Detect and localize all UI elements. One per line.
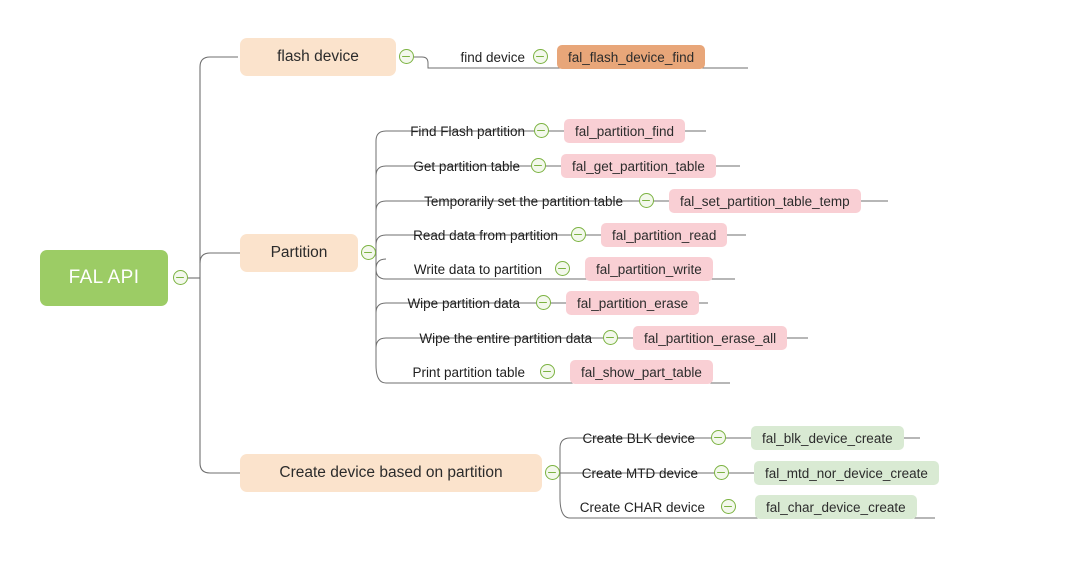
minus-circle-icon-find-flash-partition[interactable] <box>534 123 549 138</box>
leaf-label-get-partition-table: Get partition table <box>413 158 520 174</box>
minus-circle-icon-read-data-from-partition[interactable] <box>571 227 586 242</box>
minus-circle-icon-get-partition-table[interactable] <box>531 158 546 173</box>
leaf-label-temporarily-set-the-partition-table: Temporarily set the partition table <box>424 193 623 209</box>
api-chip-fal-partition-erase-all[interactable]: fal_partition_erase_all <box>633 326 788 350</box>
api-chip-fal-partition-write[interactable]: fal_partition_write <box>585 257 713 281</box>
minus-circle-icon-print-partition-table[interactable] <box>540 364 555 379</box>
leaf-label-find-device: find device <box>460 49 525 65</box>
minus-circle-icon-write-data-to-partition[interactable] <box>555 261 570 276</box>
api-chip-fal-get-partition-table[interactable]: fal_get_partition_table <box>561 154 716 178</box>
api-chip-fal-blk-device-create[interactable]: fal_blk_device_create <box>751 426 904 450</box>
api-chip-fal-char-device-create[interactable]: fal_char_device_create <box>755 495 917 519</box>
api-chip-fal-mtd-nor-device-create[interactable]: fal_mtd_nor_device_create <box>754 461 939 485</box>
api-chip-fal-show-part-table[interactable]: fal_show_part_table <box>570 360 713 384</box>
leaf-label-create-mtd-device: Create MTD device <box>581 465 698 481</box>
api-chip-fal-partition-erase[interactable]: fal_partition_erase <box>566 291 700 315</box>
minus-circle-icon-create-device[interactable] <box>545 465 560 480</box>
leaf-label-print-partition-table: Print partition table <box>412 364 525 380</box>
minus-circle-icon-find-device[interactable] <box>533 49 548 64</box>
minus-circle-icon-root[interactable] <box>173 270 188 285</box>
branch-node-flash-device[interactable]: flash device <box>240 38 396 76</box>
minus-circle-icon-temporarily-set-the-partition-table[interactable] <box>639 193 654 208</box>
minus-circle-icon-create-char-device[interactable] <box>721 499 736 514</box>
api-chip-fal-set-partition-table-temp[interactable]: fal_set_partition_table_temp <box>669 189 861 213</box>
minus-circle-icon-partition[interactable] <box>361 245 376 260</box>
branch-label: flash device <box>277 48 359 65</box>
leaf-label-read-data-from-partition: Read data from partition <box>413 227 558 243</box>
branch-node-partition[interactable]: Partition <box>240 234 358 272</box>
leaf-label-create-blk-device: Create BLK device <box>582 430 695 446</box>
leaf-label-find-flash-partition: Find Flash partition <box>410 123 525 139</box>
root-label: FAL API <box>68 267 140 288</box>
leaf-label-create-char-device: Create CHAR device <box>579 499 705 515</box>
branch-label: Create device based on partition <box>279 464 503 481</box>
minus-circle-icon-flash-device[interactable] <box>399 49 414 64</box>
branch-node-create-device-based-on-partition[interactable]: Create device based on partition <box>240 454 542 492</box>
api-chip-fal-partition-read[interactable]: fal_partition_read <box>601 223 728 247</box>
minus-circle-icon-create-mtd-device[interactable] <box>714 465 729 480</box>
branch-label: Partition <box>270 244 328 261</box>
root-node[interactable]: FAL API <box>40 250 168 306</box>
leaf-label-wipe-the-entire-partition-data: Wipe the entire partition data <box>419 330 592 346</box>
minus-circle-icon-wipe-partition-data[interactable] <box>536 295 551 310</box>
minus-circle-icon-create-blk-device[interactable] <box>711 430 726 445</box>
api-chip-fal-flash-device-find[interactable]: fal_flash_device_find <box>557 45 706 69</box>
leaf-label-write-data-to-partition: Write data to partition <box>413 261 542 277</box>
api-chip-fal-partition-find[interactable]: fal_partition_find <box>564 119 686 143</box>
leaf-label-wipe-partition-data: Wipe partition data <box>407 295 520 311</box>
minus-circle-icon-wipe-the-entire-partition-data[interactable] <box>603 330 618 345</box>
